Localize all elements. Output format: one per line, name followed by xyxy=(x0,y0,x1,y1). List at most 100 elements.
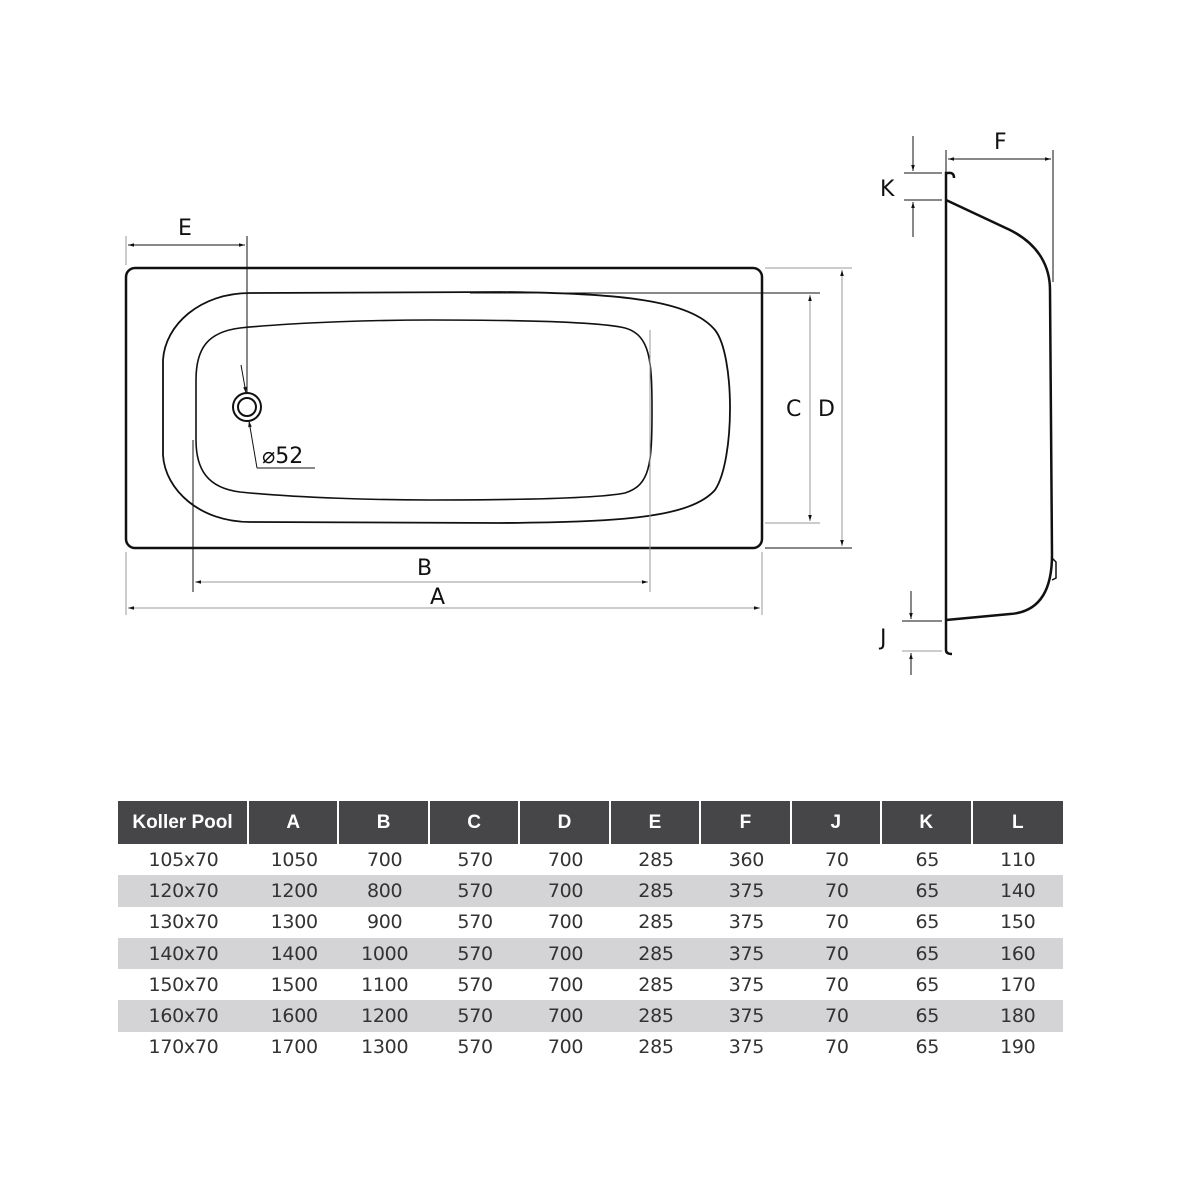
bathtub-technical-drawing: ⌀52 E C D B A F xyxy=(124,130,1057,675)
value-cell: 70 xyxy=(825,848,849,871)
value-cell: 375 xyxy=(728,911,765,934)
value-cell: 190 xyxy=(1000,1036,1036,1059)
value-cell: 160 xyxy=(972,937,1063,970)
value-cell: 65 xyxy=(915,848,940,871)
value-cell: 1100 xyxy=(361,973,409,996)
tub-outer-rim xyxy=(124,266,764,550)
dimension-label-a: A xyxy=(430,585,445,610)
table-header-row: Koller Pool A B C D E F J K L xyxy=(118,801,1063,844)
dimension-label-e: E xyxy=(178,216,192,241)
dimension-label-d: D xyxy=(818,397,835,422)
value-cell: 375 xyxy=(728,1036,765,1059)
dimension-label-f: F xyxy=(994,130,1007,155)
value-cell: 65 xyxy=(882,875,973,907)
value-cell: 1050 xyxy=(270,848,318,871)
table-row: 105x70 1050 700 570 700 285 360 70 65 110 xyxy=(118,844,1063,875)
model-cell: 150x70 xyxy=(148,973,219,996)
value-cell: 1400 xyxy=(249,937,340,970)
table-row: 130x70 1300 900 570 700 285 375 70 65 150 xyxy=(118,907,1063,938)
drain-icon xyxy=(232,392,262,422)
value-cell: 700 xyxy=(547,1036,584,1059)
value-cell: 375 xyxy=(701,875,792,907)
value-cell: 285 xyxy=(610,937,702,970)
value-cell: 700 xyxy=(520,1000,611,1032)
value-cell: 800 xyxy=(339,875,430,907)
value-cell: 65 xyxy=(915,911,940,934)
value-cell: 700 xyxy=(366,848,403,871)
value-cell: 570 xyxy=(429,1000,521,1032)
value-cell: 700 xyxy=(520,937,611,970)
value-cell: 65 xyxy=(915,973,940,996)
value-cell: 570 xyxy=(429,937,521,970)
column-header-a: A xyxy=(249,801,340,844)
value-cell: 285 xyxy=(638,911,674,934)
value-cell: 375 xyxy=(701,1000,792,1032)
model-cell: 120x70 xyxy=(118,875,249,907)
column-header-model: Koller Pool xyxy=(118,801,249,844)
value-cell: 140 xyxy=(972,875,1063,907)
value-cell: 285 xyxy=(610,1000,702,1032)
model-cell: 140x70 xyxy=(118,937,249,970)
value-cell: 65 xyxy=(882,937,973,970)
value-cell: 900 xyxy=(366,911,403,934)
model-cell: 130x70 xyxy=(148,911,219,934)
value-cell: 570 xyxy=(457,973,493,996)
value-cell: 70 xyxy=(791,1000,883,1032)
side-view: F K J xyxy=(878,130,1057,675)
value-cell: 375 xyxy=(701,937,792,970)
value-cell: 375 xyxy=(728,973,765,996)
column-header-l: L xyxy=(972,801,1063,844)
value-cell: 1200 xyxy=(249,875,340,907)
value-cell: 700 xyxy=(520,875,611,907)
value-cell: 360 xyxy=(728,848,765,871)
value-cell: 65 xyxy=(882,1000,973,1032)
dimension-label-b: B xyxy=(417,556,432,581)
value-cell: 70 xyxy=(825,911,849,934)
value-cell: 1000 xyxy=(339,937,430,970)
value-cell: 70 xyxy=(791,937,883,970)
value-cell: 70 xyxy=(791,875,883,907)
column-header-d: D xyxy=(520,801,611,844)
value-cell: 1300 xyxy=(270,911,318,934)
column-header-j: J xyxy=(791,801,883,844)
value-cell: 570 xyxy=(457,848,493,871)
value-cell: 110 xyxy=(1000,848,1036,871)
value-cell: 1200 xyxy=(339,1000,430,1032)
value-cell: 700 xyxy=(547,911,584,934)
column-header-b: B xyxy=(339,801,430,844)
value-cell: 700 xyxy=(547,848,584,871)
dimension-label-c: C xyxy=(786,397,801,422)
value-cell: 170 xyxy=(1000,973,1036,996)
dimension-label-k: K xyxy=(880,177,895,202)
column-header-e: E xyxy=(610,801,702,844)
value-cell: 285 xyxy=(638,973,674,996)
value-cell: 570 xyxy=(457,911,493,934)
model-cell: 160x70 xyxy=(118,1000,249,1032)
value-cell: 285 xyxy=(610,875,702,907)
model-cell: 105x70 xyxy=(148,848,219,871)
column-header-c: C xyxy=(429,801,521,844)
top-view: ⌀52 E C D B A xyxy=(124,216,852,615)
dimension-label-j: J xyxy=(878,626,887,651)
tub-side-profile xyxy=(944,171,956,656)
value-cell: 570 xyxy=(457,1036,493,1059)
dimensions-table: Koller Pool A B C D E F J K L 105x70 1050… xyxy=(118,801,1063,1063)
value-cell: 1600 xyxy=(249,1000,340,1032)
value-cell: 285 xyxy=(638,1036,674,1059)
value-cell: 150 xyxy=(1000,911,1036,934)
tub-inner-basin-outline xyxy=(162,291,731,524)
value-cell: 70 xyxy=(825,1036,849,1059)
value-cell: 285 xyxy=(638,848,674,871)
value-cell: 1500 xyxy=(270,973,318,996)
value-cell: 1300 xyxy=(361,1036,409,1059)
value-cell: 70 xyxy=(825,973,849,996)
value-cell: 65 xyxy=(915,1036,940,1059)
drain-diameter-label: ⌀52 xyxy=(262,444,303,469)
value-cell: 570 xyxy=(429,875,521,907)
column-header-f: F xyxy=(701,801,792,844)
